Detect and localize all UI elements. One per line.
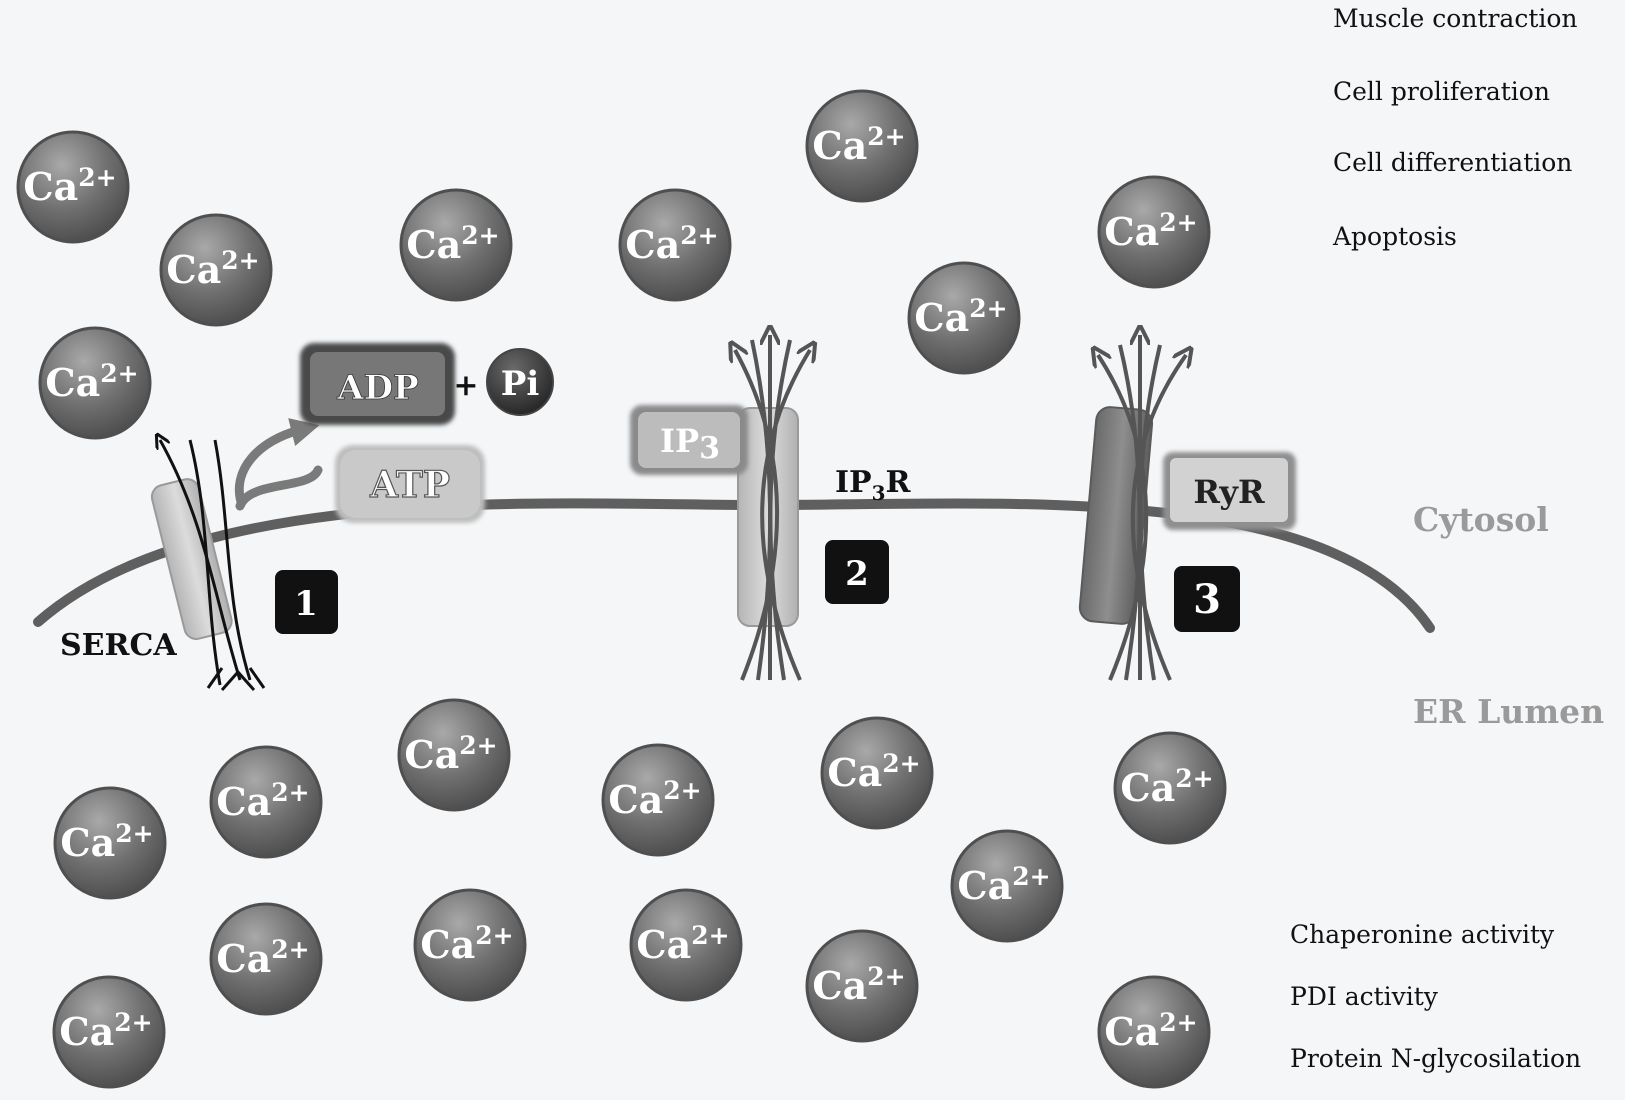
- calcium-ion-label: Ca2+: [216, 935, 309, 981]
- cytosol-function-1: Muscle contraction: [1333, 4, 1578, 33]
- lumen-function-1: Chaperonine activity: [1290, 920, 1555, 949]
- plus-sign: +: [453, 368, 478, 403]
- svg-text:IP3: IP3: [660, 422, 720, 466]
- cytosol-function-4: Apoptosis: [1333, 222, 1457, 251]
- adp-label: ADP: [336, 368, 418, 408]
- ryr-label: RyR: [1193, 473, 1265, 511]
- svg-text:1: 1: [294, 584, 318, 624]
- calcium-ion: Ca2+: [1097, 175, 1211, 289]
- calcium-ion: Ca2+: [601, 743, 715, 857]
- calcium-ion: Ca2+: [805, 929, 919, 1043]
- calcium-ion: Ca2+: [16, 130, 130, 244]
- svg-text:3: 3: [1193, 576, 1221, 623]
- calcium-ion: Ca2+: [397, 698, 511, 812]
- atp-label: ATP: [369, 464, 450, 506]
- calcium-ion-label: Ca2+: [812, 962, 905, 1008]
- calcium-ion: Ca2+: [1113, 731, 1227, 845]
- ip3-ligand-box: IP3: [630, 405, 748, 475]
- calcium-ion-label: Ca2+: [59, 1008, 152, 1054]
- er-lumen-label: ER Lumen: [1413, 692, 1605, 731]
- calcium-ion-label: Ca2+: [1104, 1008, 1197, 1054]
- calcium-ion-label: Ca2+: [216, 778, 309, 824]
- calcium-ion: Ca2+: [209, 745, 323, 859]
- calcium-ion-label: Ca2+: [1120, 764, 1213, 810]
- calcium-ion-label: Ca2+: [1104, 208, 1197, 254]
- ip3-ligand-label: IP: [660, 422, 699, 460]
- calcium-ion: Ca2+: [629, 888, 743, 1002]
- calcium-ion-label: Ca2+: [914, 294, 1007, 340]
- calcium-ion: Ca2+: [413, 888, 527, 1002]
- badge-2: 2: [825, 540, 889, 604]
- cytosol-function-3: Cell differentiation: [1333, 148, 1573, 177]
- badge-3: 3: [1174, 566, 1240, 632]
- lumen-function-2: PDI activity: [1290, 982, 1438, 1011]
- calcium-ion-label: Ca2+: [60, 819, 153, 865]
- serca-label: SERCA: [60, 628, 177, 663]
- calcium-ion: Ca2+: [950, 829, 1064, 943]
- calcium-ion-label: Ca2+: [625, 221, 718, 267]
- adp-box: ADP: [300, 343, 455, 425]
- ip3r-channel: [735, 335, 810, 681]
- calcium-ion-label: Ca2+: [406, 221, 499, 267]
- calcium-ion-label: Ca2+: [166, 246, 259, 292]
- calcium-ion: Ca2+: [209, 902, 323, 1016]
- calcium-ion: Ca2+: [53, 786, 167, 900]
- calcium-ion: Ca2+: [399, 188, 513, 302]
- calcium-ion: Ca2+: [159, 213, 273, 327]
- calcium-ion: Ca2+: [820, 716, 934, 830]
- svg-text:2: 2: [845, 554, 869, 594]
- lumen-function-3: Protein N-glycosilation: [1290, 1044, 1582, 1073]
- calcium-ion: Ca2+: [1097, 975, 1211, 1089]
- calcium-ion-label: Ca2+: [957, 862, 1050, 908]
- calcium-ion-label: Ca2+: [23, 163, 116, 209]
- calcium-ion: Ca2+: [52, 975, 166, 1089]
- cytosol-label: Cytosol: [1413, 500, 1549, 539]
- calcium-ion: Ca2+: [805, 89, 919, 203]
- calcium-ion-label: Ca2+: [404, 731, 497, 777]
- pi-label: Pi: [501, 364, 540, 404]
- calcium-ion-label: Ca2+: [636, 921, 729, 967]
- calcium-ion: Ca2+: [618, 188, 732, 302]
- calcium-ion: Ca2+: [38, 326, 152, 440]
- cytosol-function-2: Cell proliferation: [1333, 77, 1550, 106]
- calcium-ion: Ca2+: [907, 261, 1021, 375]
- badge-1: 1: [275, 570, 338, 634]
- ip3-ligand-subscript: 3: [699, 431, 720, 466]
- calcium-ion-label: Ca2+: [420, 921, 513, 967]
- calcium-ion-layer: Ca2+ Ca2+ Ca2+ Ca2+ Ca2+ Ca2+ Ca2+ Ca2+ Ca2+ Ca2+…: [16, 89, 1227, 1089]
- serca-pump: [150, 418, 323, 691]
- ryr-channel: [1078, 335, 1186, 681]
- ip3r-label: IP3R: [835, 465, 912, 505]
- calcium-ion-label: Ca2+: [45, 359, 138, 405]
- calcium-ion-label: Ca2+: [827, 749, 920, 795]
- calcium-ion-label: Ca2+: [812, 122, 905, 168]
- ryr-label-box: RyR: [1163, 452, 1296, 530]
- calcium-ion-label: Ca2+: [608, 776, 701, 822]
- atp-box: ATP: [335, 445, 485, 523]
- pi-ion: Pi: [486, 348, 554, 416]
